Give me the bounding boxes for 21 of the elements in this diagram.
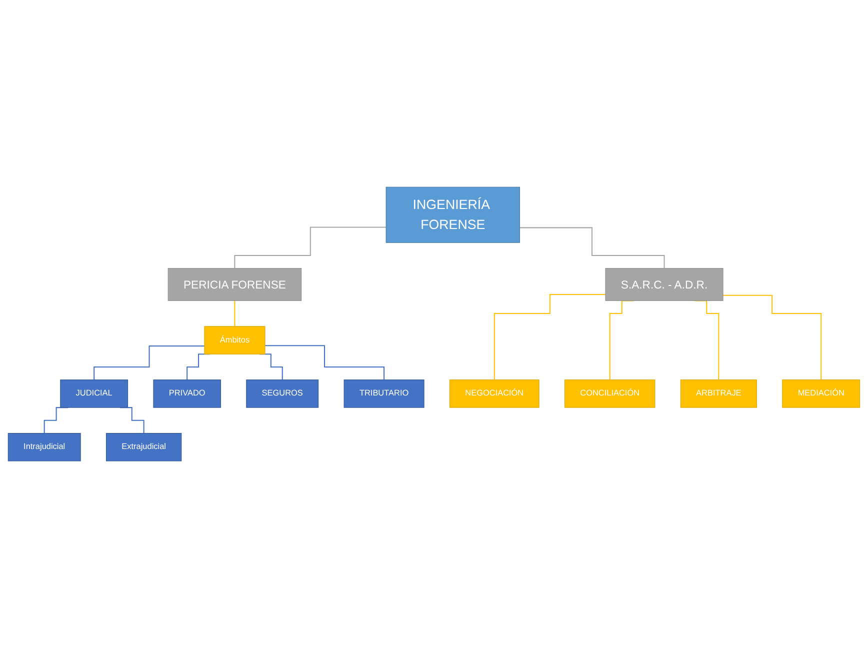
node-box: ARBITRAJE: [680, 380, 757, 408]
node-box: PERICIA FORENSE: [168, 268, 302, 302]
connector: [234, 300, 236, 328]
connector: [520, 228, 665, 270]
node-box: INGENIERÍA FORENSE: [386, 187, 520, 244]
node-box: S.A.R.C. - A.D.R.: [605, 268, 724, 302]
connector: [723, 295, 822, 381]
node-box: Extrajudicial: [106, 433, 182, 462]
node-box: Ámbitos: [204, 326, 266, 355]
node-box: JUDICIAL: [60, 380, 128, 408]
node-box: TRIBUTARIO: [344, 380, 424, 408]
connector: [494, 294, 606, 381]
node-box: MEDIACIÓN: [782, 380, 860, 408]
node-box: CONCILIACIÓN: [564, 380, 656, 408]
connector: [94, 346, 204, 381]
node-box: PRIVADO: [153, 380, 221, 408]
node-box: NEGOCIACIÓN: [449, 380, 540, 408]
node-box: SEGUROS: [246, 380, 319, 408]
connector: [234, 227, 386, 270]
node-box: Intrajudicial: [8, 433, 81, 462]
connector: [265, 346, 385, 381]
